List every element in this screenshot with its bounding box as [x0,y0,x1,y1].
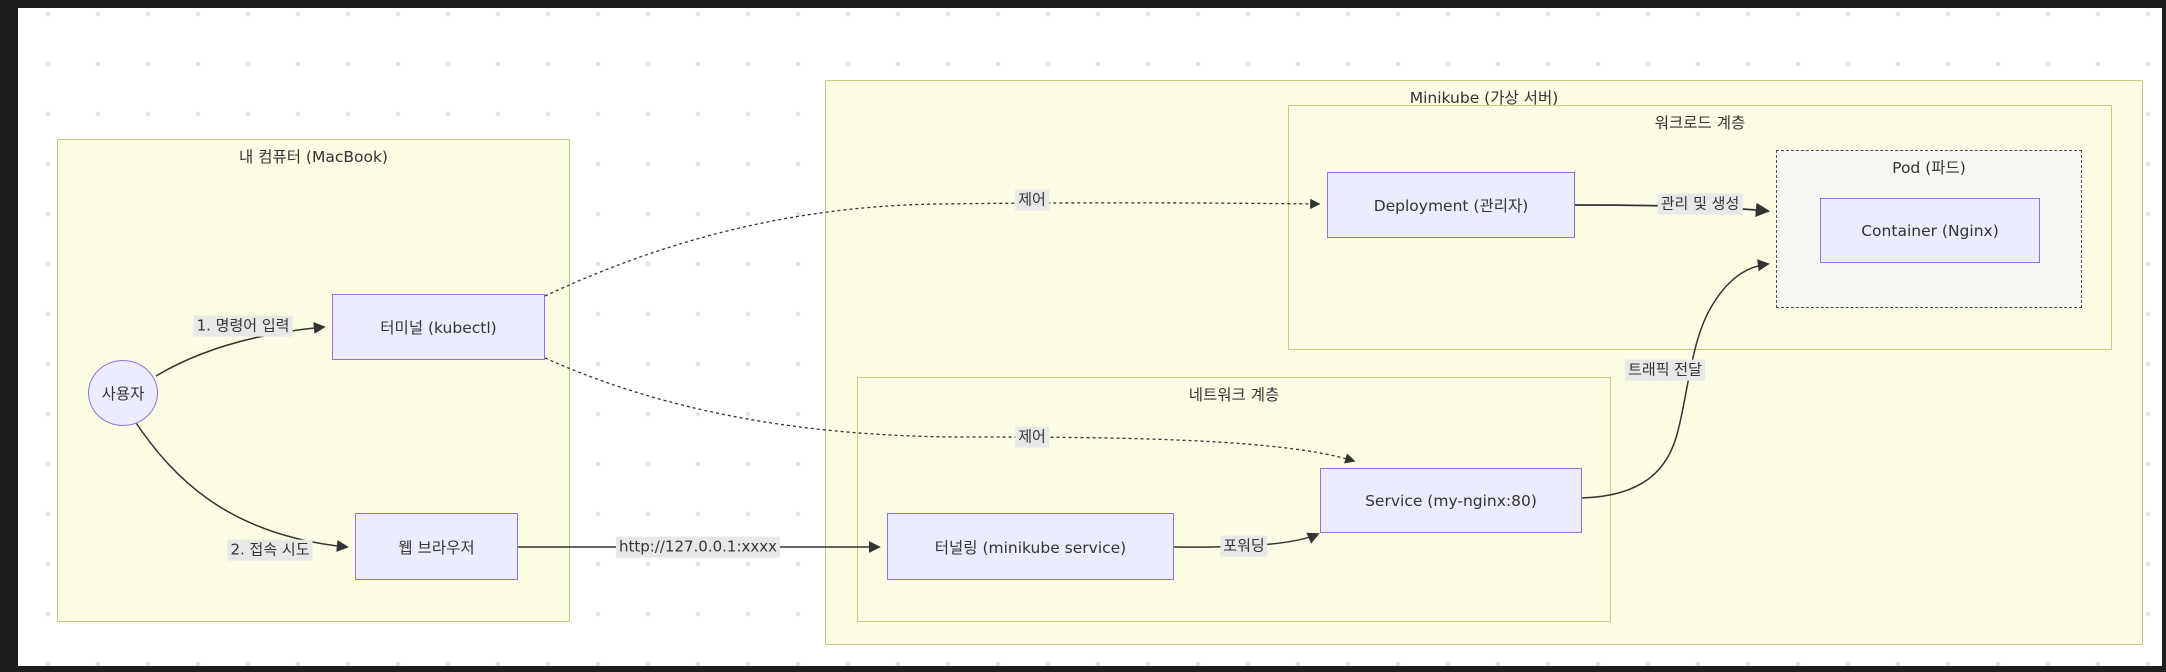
edge-label-access-try: 2. 접속 시도 [227,539,313,561]
edge-label-manage-create: 관리 및 생성 [1657,193,1743,215]
node-tunnel: 터널링 (minikube service) [887,513,1174,580]
node-tunnel-label: 터널링 (minikube service) [934,538,1127,557]
edge-label-control-top: 제어 [1015,189,1049,211]
edge-label-control-bottom: 제어 [1015,426,1049,448]
group-pod-title: Pod (파드) [1892,159,1966,177]
group-macbook-title: 내 컴퓨터 (MacBook) [239,148,388,166]
edge-label-traffic: 트래픽 전달 [1625,359,1705,381]
group-minikube-title: Minikube (가상 서버) [1409,89,1559,107]
node-deployment-label: Deployment (관리자) [1373,197,1529,215]
node-deployment: Deployment (관리자) [1327,172,1575,238]
node-user-label: 사용자 [101,385,145,403]
node-terminal: 터미널 (kubectl) [332,294,545,360]
edge-label-url: http://127.0.0.1:xxxx [615,536,781,558]
node-browser: 웹 브라우저 [355,513,518,580]
node-container-label: Container (Nginx) [1861,221,1999,240]
node-container: Container (Nginx) [1820,198,2040,263]
node-service-label: Service (my-nginx:80) [1365,491,1537,510]
node-user: 사용자 [88,360,158,426]
node-terminal-label: 터미널 (kubectl) [380,319,497,337]
edge-label-forwarding: 포워딩 [1220,535,1268,557]
node-browser-label: 웹 브라우저 [398,538,475,557]
node-service: Service (my-nginx:80) [1320,468,1582,533]
edge-label-cmd-input: 1. 명령어 입력 [193,315,293,337]
group-workload-title: 워크로드 계층 [1654,114,1746,132]
group-network-title: 네트워크 계층 [1188,386,1280,404]
diagram-canvas: Minikube (가상 서버) 내 컴퓨터 (MacBook) 워크로드 계층… [18,8,2162,666]
